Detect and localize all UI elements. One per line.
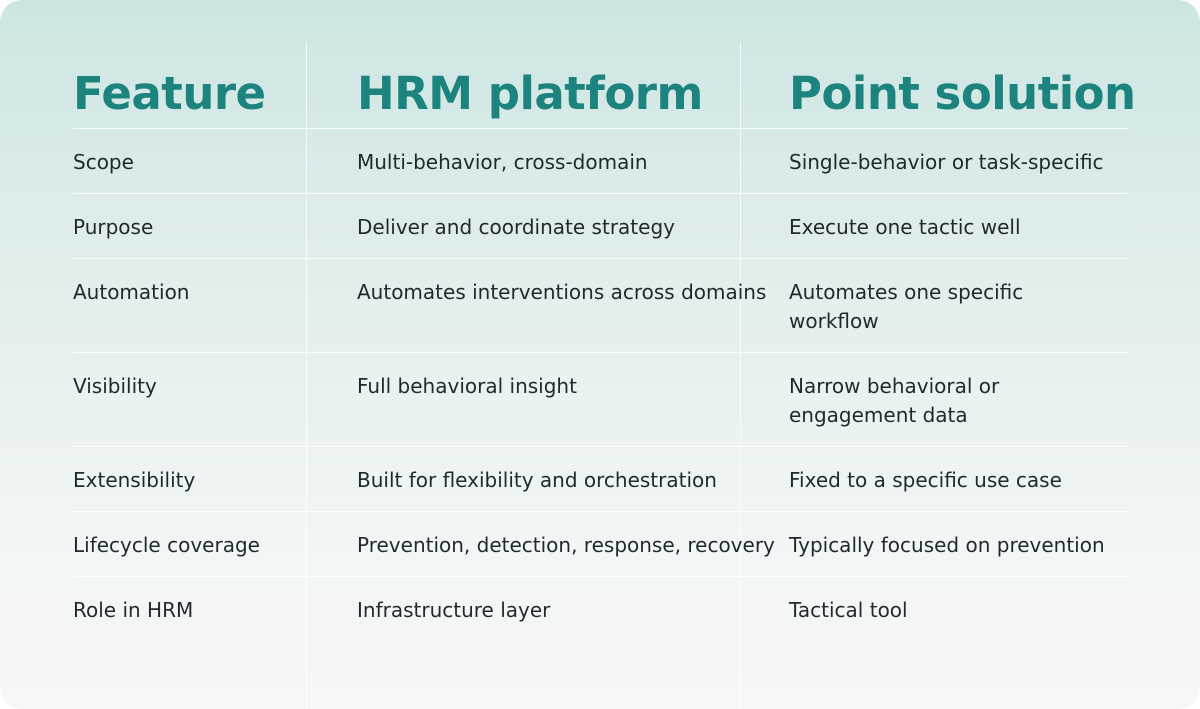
comparison-table: Feature HRM platform Point solution Scop… [73,62,1136,642]
hrm-cell: Full behavioral insight [357,352,789,447]
feature-cell: Role in HRM [73,598,194,622]
table-row: Role in HRM Infrastructure layer Tactica… [73,577,1128,642]
point-cell: Automates one specific workflow [789,258,1128,353]
hrm-cell: Built for flexibility and orchestration [357,446,789,512]
feature-cell: Visibility [73,352,357,447]
table-row: Purpose Deliver and coordinate strategy … [73,193,1128,259]
table-row: Extensibility Built for flexibility and … [73,446,1128,512]
point-cell: Tactical tool [789,598,908,622]
hrm-cell: Infrastructure layer [357,598,551,622]
feature-cell: Extensibility [73,446,357,512]
point-cell: Single-behavior or task-specific [789,128,1128,194]
feature-cell: Scope [73,128,357,194]
header-feature: Feature [73,62,357,129]
hrm-cell: Deliver and coordinate strategy [357,193,789,259]
table-row: Automation Automates interventions acros… [73,258,1128,353]
header-hrm-platform: HRM platform [357,62,789,129]
hrm-cell: Automates interventions across domains [357,258,789,353]
feature-cell: Lifecycle coverage [73,511,357,577]
feature-cell: Purpose [73,193,357,259]
point-cell: Execute one tactic well [789,193,1128,259]
feature-cell: Automation [73,258,357,353]
hrm-cell: Prevention, detection, response, recover… [357,511,789,577]
header-point-solution: Point solution [789,62,1136,129]
point-cell: Fixed to a specific use case [789,446,1128,512]
point-cell: Typically focused on prevention [789,511,1128,577]
header-row: Feature HRM platform Point solution [73,62,1136,129]
table-row: Scope Multi-behavior, cross-domain Singl… [73,128,1128,194]
point-cell: Narrow behavioral or engagement data [789,352,1128,447]
hrm-cell: Multi-behavior, cross-domain [357,128,789,194]
table-row: Visibility Full behavioral insight Narro… [73,352,1128,447]
table-row: Lifecycle coverage Prevention, detection… [73,511,1128,577]
